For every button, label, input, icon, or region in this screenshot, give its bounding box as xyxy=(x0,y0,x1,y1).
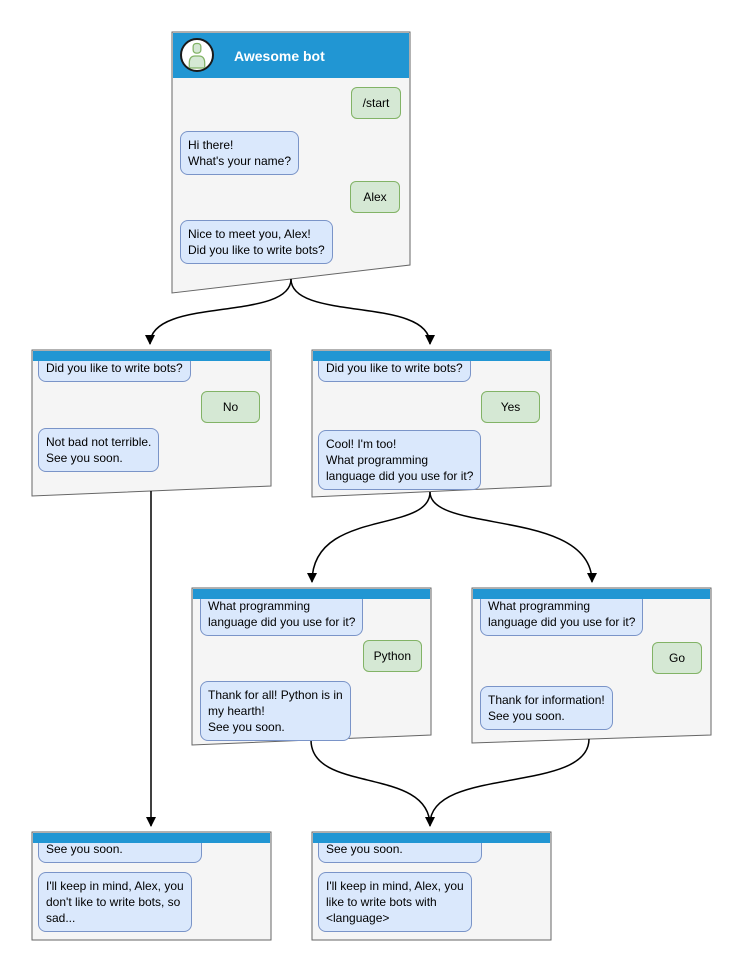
chat-window-branch-go: What programming language did you use fo… xyxy=(472,588,711,743)
chat-window-branch-python: What programming language did you use fo… xyxy=(192,588,431,745)
chat-header-strip xyxy=(33,833,270,843)
bot-bubble: Hi there! What's your name? xyxy=(180,131,300,175)
person-icon xyxy=(188,42,206,69)
user-bubble: Go xyxy=(652,642,702,674)
bot-bubble: Cool! I'm too! What programming language… xyxy=(318,430,482,490)
chat-header-strip xyxy=(473,589,710,599)
connector-go-to-end xyxy=(429,738,590,825)
chat-window-branch-yes: Did you like to write bots? Yes Cool! I'… xyxy=(312,350,551,497)
chat-window-end-no: See you soon. I'll keep in mind, Alex, y… xyxy=(32,832,271,940)
chat-window-root: Awesome bot /start Hi there! What's your… xyxy=(172,32,410,293)
bot-avatar xyxy=(180,38,214,72)
user-bubble: Yes xyxy=(481,391,540,423)
bot-bubble: I'll keep in mind, Alex, you like to wri… xyxy=(318,872,472,932)
bot-bubble: Thank for information! See you soon. xyxy=(480,686,613,730)
bot-bubble: Nice to meet you, Alex! Did you like to … xyxy=(180,220,333,264)
user-bubble: /start xyxy=(351,87,401,119)
user-bubble: No xyxy=(201,391,260,423)
chat-header-strip xyxy=(33,351,270,361)
chat-header-strip xyxy=(313,833,550,843)
user-bubble: Python xyxy=(362,640,422,672)
chat-title: Awesome bot xyxy=(234,47,325,64)
connector-python-to-end xyxy=(310,739,435,827)
connector-yes-to-python xyxy=(307,491,431,583)
chat-window-branch-no: Did you like to write bots? No Not bad n… xyxy=(32,350,271,496)
chat-header-strip xyxy=(193,589,430,599)
chat-header: Awesome bot xyxy=(173,33,409,78)
connector-root-to-yes xyxy=(290,278,435,345)
bot-bubble: I'll keep in mind, Alex, you don't like … xyxy=(38,872,192,932)
chat-header-strip xyxy=(313,351,550,361)
connector-yes-to-go xyxy=(429,491,597,583)
connector-root-to-no xyxy=(145,278,292,345)
chat-window-end-yes: See you soon. I'll keep in mind, Alex, y… xyxy=(312,832,551,940)
bot-bubble: Not bad not terrible. See you soon. xyxy=(38,428,160,472)
user-bubble: Alex xyxy=(350,181,400,213)
bot-bubble: Thank for all! Python is in my hearth! S… xyxy=(200,681,351,741)
bot-bubble: What programming language did you use fo… xyxy=(200,592,364,636)
